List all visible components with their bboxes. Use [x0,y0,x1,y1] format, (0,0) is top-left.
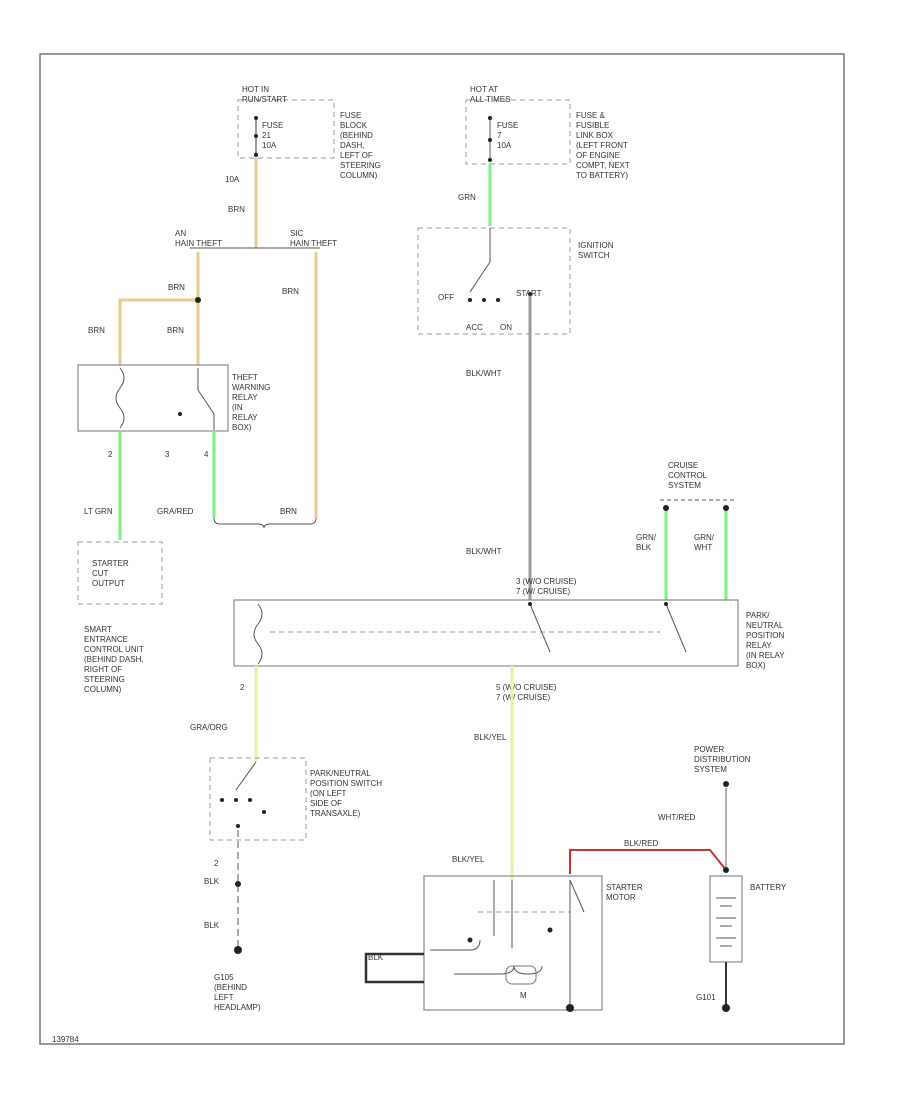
wire-brn-label-1: BRN [228,205,245,214]
wire-blk-yel-label-1: BLK/YEL [474,733,507,742]
wire-blk-wht-label-2: BLK/WHT [466,547,502,556]
wire-lt-grn-label: LT GRN [84,507,113,516]
pnp-relay-pins-top-label: 3 (W/O CRUISE)7 (W/ CRUISE) [516,577,577,596]
wire-brn-label-6: BRN [280,507,297,516]
wire-brn-label-2: BRN [168,283,185,292]
wire-blk-red [569,849,727,874]
battery-box [709,875,743,963]
wire-blk-label-1: BLK [204,877,220,886]
battery-label: BATTERY [750,883,787,892]
wire-grn-wht-label: GRN/WHT [694,533,715,552]
wire-grn-label-1: GRN [458,193,476,202]
pnp-switch-outline [209,757,307,841]
fuse-block-left-outline [237,99,335,159]
diagram-frame [39,53,845,1045]
wire-brn-to-relay-left [118,298,198,365]
wire-wht-red-label: WHT/RED [658,813,696,822]
pnp-relay-box [233,599,739,667]
motor-m-label: M [520,991,527,1000]
g101-ground-label: G101 [696,993,716,1002]
wire-blk-red-label: BLK/RED [624,839,658,848]
wire-blk-label-2: BLK [204,921,220,930]
wire-blk-label-3: BLK [368,953,384,962]
starter-motor-box [423,875,603,1011]
wire-blk-starter-loop [364,952,424,984]
ignition-start-label: START [516,289,542,298]
wire-gra-red-label: GRA/RED [157,507,194,516]
fuse-link-box-outline [465,99,571,165]
ignition-switch-outline [417,227,571,335]
starter-cut-output-box [77,541,163,605]
pnp-relay-pin-2: 2 [240,683,245,692]
wire-blk-wht-label-1: BLK/WHT [466,369,502,378]
wire-grn-blk-label: GRN/BLK [636,533,657,552]
wire-blk-yel-label-2: BLK/YEL [452,855,485,864]
pnp-switch-pin-2: 2 [214,859,219,868]
ignition-on-label: ON [500,323,512,332]
relay-pin-4: 4 [204,450,209,459]
wire-brn-label-3: BRN [88,326,105,335]
relay-pin-3: 3 [165,450,170,459]
wire-brn-label-4: BRN [167,326,184,335]
theft-warning-relay-box [77,364,229,432]
wire-brn-label-5: BRN [282,287,299,296]
ignition-acc-label: ACC [466,323,483,332]
wire-gra-org-label: GRA/ORG [190,723,228,732]
ignition-off-label: OFF [438,293,454,302]
footer-code: 139784 [52,1035,79,1044]
pnp-relay-pins-bottom-label: 5 (W/O CRUISE)7 (W/ CRUISE) [496,683,557,702]
wire-10a-label: 10A [225,175,240,184]
relay-pin-2: 2 [108,450,113,459]
